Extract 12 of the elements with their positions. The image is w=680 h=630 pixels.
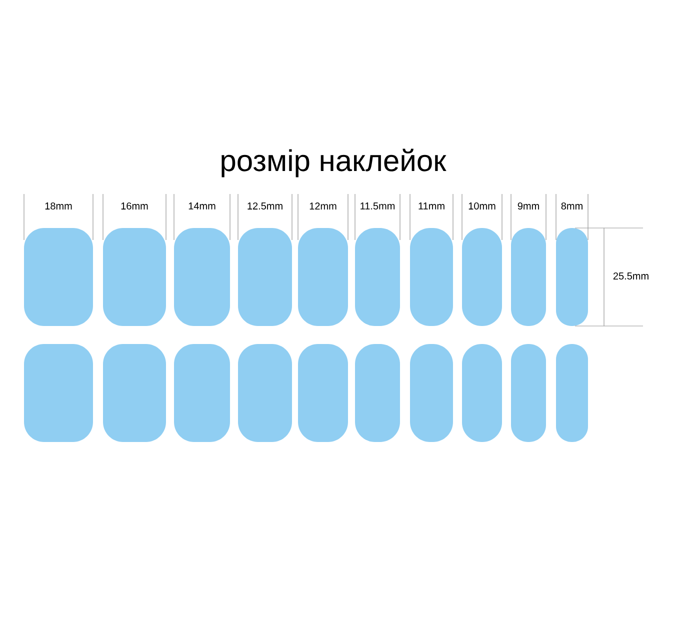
dimension-label: 12.5mm — [248, 202, 282, 210]
dimension-label: 16mm — [121, 202, 148, 210]
dimension-label: 9mm — [518, 202, 539, 210]
dimension-label: 8mm — [561, 202, 582, 210]
dimension-label: 10mm — [468, 202, 496, 210]
dimension-label: 25.5mm — [612, 271, 650, 281]
dimension-label: 18mm — [45, 202, 72, 210]
dimension-label: 12mm — [310, 202, 336, 210]
dimension-label: 14mm — [188, 202, 216, 210]
dimension-label: 11mm — [418, 202, 444, 210]
dimension-label: 11.5mm — [360, 202, 395, 210]
title: розмір наклейок — [222, 148, 446, 178]
